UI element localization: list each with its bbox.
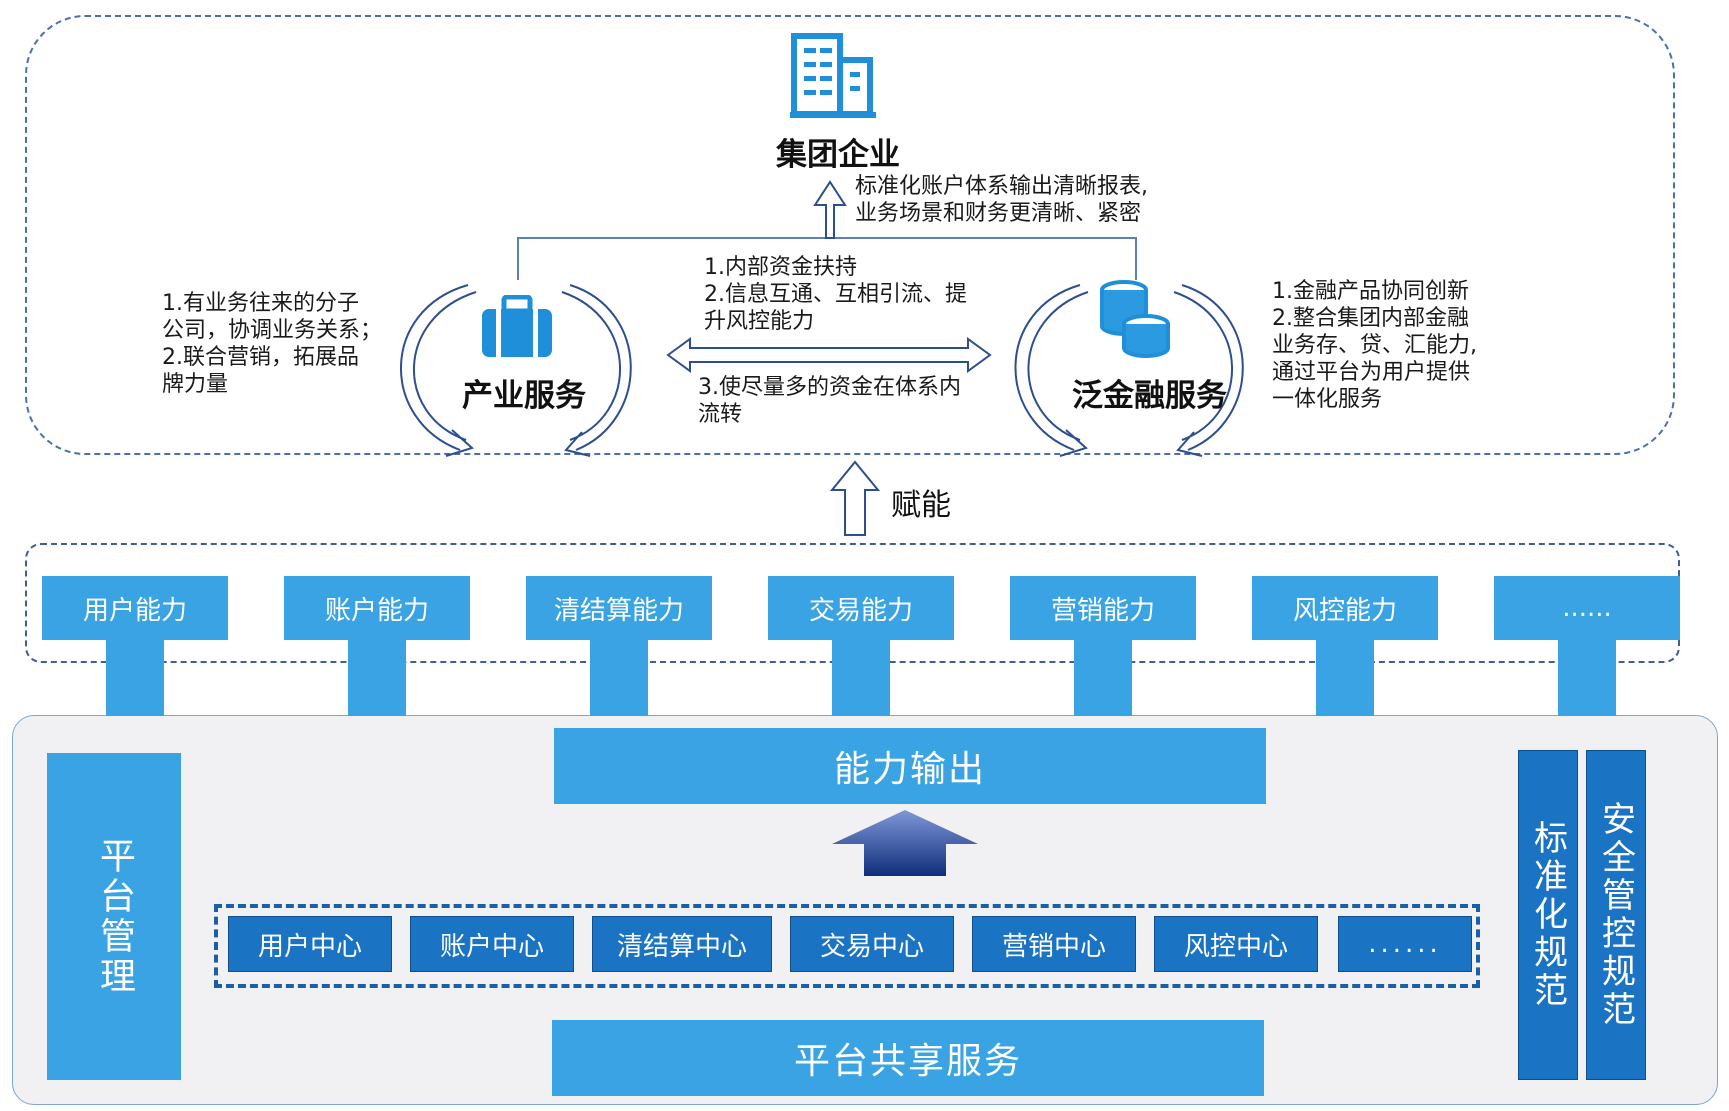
capability-account: 账户能力 — [284, 576, 470, 640]
group-title: 集团企业 — [776, 137, 900, 173]
capability-connector — [590, 640, 648, 716]
center-clearing: 清结算中心 — [592, 916, 772, 972]
center-marketing: 营销中心 — [972, 916, 1136, 972]
shared-services-bar: 平台共享服务 — [552, 1020, 1264, 1096]
capability-trade: 交易能力 — [768, 576, 954, 640]
capability-connector — [106, 640, 164, 716]
capability-user: 用户能力 — [42, 576, 228, 640]
capability-connector — [1558, 640, 1616, 716]
enable-arrow — [829, 460, 881, 536]
capability-connector — [1074, 640, 1132, 716]
capability-connector — [1316, 640, 1374, 716]
capability-connector — [348, 640, 406, 716]
capital-flow-note: 3.使尽量多的资金在体系内 流转 — [698, 375, 961, 427]
industry-title: 产业服务 — [462, 378, 586, 414]
capability-more: ...... — [1494, 576, 1680, 640]
ecosystem-frame — [25, 15, 1675, 455]
center-account: 账户中心 — [410, 916, 574, 972]
capability-output-bar: 能力输出 — [554, 728, 1266, 804]
capability-marketing: 营销能力 — [1010, 576, 1196, 640]
industry-note: 1.有业务往来的分子 公司，协调业务关系； 2.联合营销，拓展品 牌力量 — [162, 291, 383, 397]
service-centers-frame — [214, 904, 1480, 988]
up-arrow-group — [813, 180, 847, 239]
platform-management-label: 平台管理 — [94, 836, 135, 997]
finance-title: 泛金融服务 — [1072, 378, 1227, 414]
center-trade: 交易中心 — [790, 916, 954, 972]
capability-clearing: 清结算能力 — [526, 576, 712, 640]
platform-management: 平台管理 — [47, 753, 181, 1080]
double-arrow-services — [666, 337, 992, 373]
briefcase-icon — [482, 295, 552, 357]
industry-cycle-arrows — [400, 284, 632, 457]
center-risk: 风控中心 — [1154, 916, 1318, 972]
center-user: 用户中心 — [228, 916, 392, 972]
standardization-bar: 标准化规范 — [1518, 750, 1578, 1080]
enable-label: 赋能 — [891, 488, 951, 523]
center-more: ...... — [1338, 916, 1472, 972]
capability-risk: 风控能力 — [1252, 576, 1438, 640]
security-bar: 安全管控规范 — [1586, 750, 1646, 1080]
finance-note: 1.金融产品协同创新 2.整合集团内部金融 业务存、贷、汇能力, 通过平台为用户… — [1272, 279, 1477, 412]
group-note: 标准化账户体系输出清晰报表, 业务场景和财务更清晰、紧密 — [855, 174, 1148, 226]
standardization-label: 标准化规范 — [1527, 820, 1568, 1010]
security-label: 安全管控规范 — [1595, 801, 1636, 1029]
database-icon — [1100, 280, 1170, 358]
finance-cycle-arrows — [1014, 284, 1244, 457]
collaboration-note: 1.内部资金扶持 2.信息互通、互相引流、提 升风控能力 — [704, 255, 967, 334]
output-up-arrow — [832, 810, 978, 876]
capability-connector — [832, 640, 890, 716]
building-icon — [790, 33, 876, 118]
